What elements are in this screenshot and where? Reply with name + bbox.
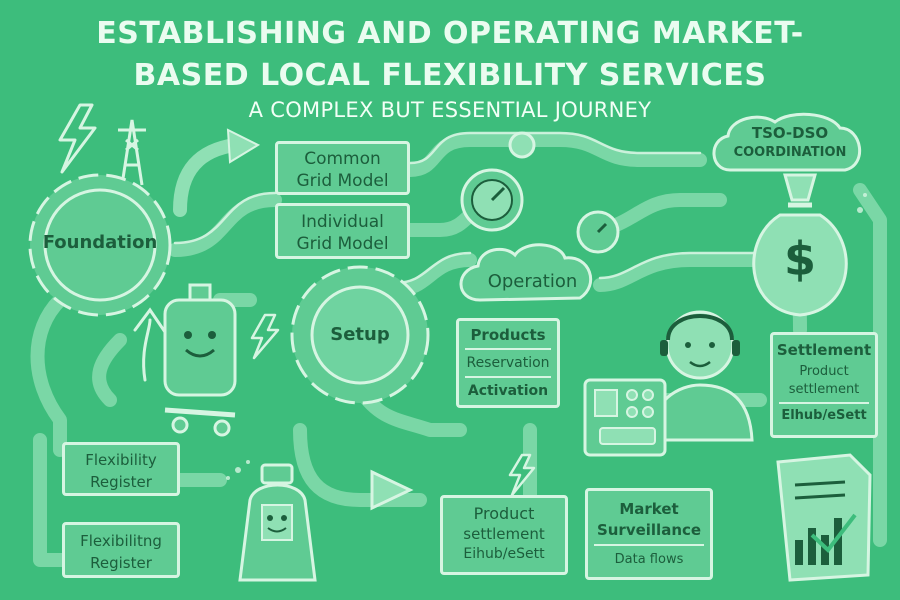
ev-charger-character-icon: [238, 463, 317, 582]
lightning-icon: [250, 313, 280, 360]
flex-register-2-line-2: Register: [90, 554, 152, 572]
flex-register-1-line-2: Register: [90, 473, 152, 491]
report-chart-icon: [776, 453, 872, 582]
gear-icon: [28, 173, 172, 317]
flexibility-register-box-1: Flexibility Register: [62, 442, 180, 496]
gear-icon: [290, 265, 430, 405]
money-bag-icon: [752, 173, 848, 317]
tso-dso-line-1: TSO-DSO: [751, 124, 829, 142]
operation-cloud: [459, 243, 593, 302]
ehub-label: Elhub/eSett: [781, 408, 867, 423]
product-settlement-line-3: Eihub/eSett: [463, 546, 545, 562]
common-grid-line-1: Common: [304, 149, 381, 169]
decor-dots: [226, 193, 867, 480]
dollar-symbol: $: [783, 232, 816, 286]
subtitle: A COMPLEX BUT ESSENTIAL JOURNEY: [248, 98, 652, 122]
foundation-label: Foundation: [42, 232, 158, 253]
market-surveillance-line-2: Surveillance: [596, 521, 702, 539]
product-settlement-line-2: settlement: [463, 525, 545, 543]
arrow-icon: [133, 307, 167, 382]
flexibility-register-box-2: Flexibilitng Register: [62, 522, 180, 578]
divider: [465, 348, 551, 350]
pipe-outlines: [173, 131, 762, 285]
market-surveillance-line-1: Market: [619, 500, 679, 518]
pipe-joint: [508, 131, 536, 159]
operation-label: Operation: [487, 271, 578, 292]
operator-character-icon: [648, 310, 754, 442]
product-settlement-label: Product settlement: [788, 364, 860, 397]
market-surveillance-box: Market Surveillance Data flows: [585, 488, 713, 580]
tso-dso-label: TSO-DSO COORDINATION: [715, 124, 865, 162]
battery-character-icon: [163, 283, 237, 437]
products-label: Products: [470, 326, 546, 344]
tso-dso-line-2: COORDINATION: [733, 145, 847, 160]
arrow-icon: [173, 138, 242, 217]
arrow-icon: [370, 469, 414, 511]
control-panel-icon: [583, 378, 667, 457]
common-grid-model-box: Common Grid Model: [275, 141, 410, 195]
divider: [779, 402, 869, 404]
settlement-label: Settlement: [776, 341, 872, 359]
settlement-box: Settlement Product settlement Elhub/eSet…: [770, 332, 878, 438]
flex-register-2-line-1: Flexibilitng: [80, 532, 162, 550]
arrow-icon: [226, 128, 261, 164]
gauge-icon: [460, 168, 524, 232]
reservation-label: Reservation: [466, 355, 550, 371]
title-line-2: BASED LOCAL FLEXIBILITY SERVICES: [133, 58, 767, 93]
common-grid-line-2: Grid Model: [296, 171, 389, 191]
individual-grid-model-box: Individual Grid Model: [275, 203, 410, 259]
individual-grid-line-1: Individual: [301, 212, 384, 232]
divider: [594, 544, 704, 546]
activation-label: Activation: [467, 383, 549, 399]
title-line-1: ESTABLISHING AND OPERATING MARKET-: [96, 16, 804, 51]
gauge-icon: [576, 210, 620, 254]
divider: [465, 376, 551, 378]
lightning-icon: [58, 103, 97, 174]
product-settlement-box: Product settlement Eihub/eSett: [440, 495, 568, 575]
setup-label: Setup: [330, 324, 390, 345]
products-box: Products Reservation Activation: [456, 318, 560, 408]
power-tower-icon: [118, 119, 146, 186]
lightning-icon: [508, 453, 536, 497]
market-surveillance-line-3: Data flows: [614, 552, 684, 567]
tso-dso-cloud: [712, 112, 862, 172]
flex-register-1-line-1: Flexibility: [85, 451, 157, 469]
individual-grid-line-2: Grid Model: [296, 234, 389, 254]
product-settlement-line-1: Product: [473, 504, 535, 523]
